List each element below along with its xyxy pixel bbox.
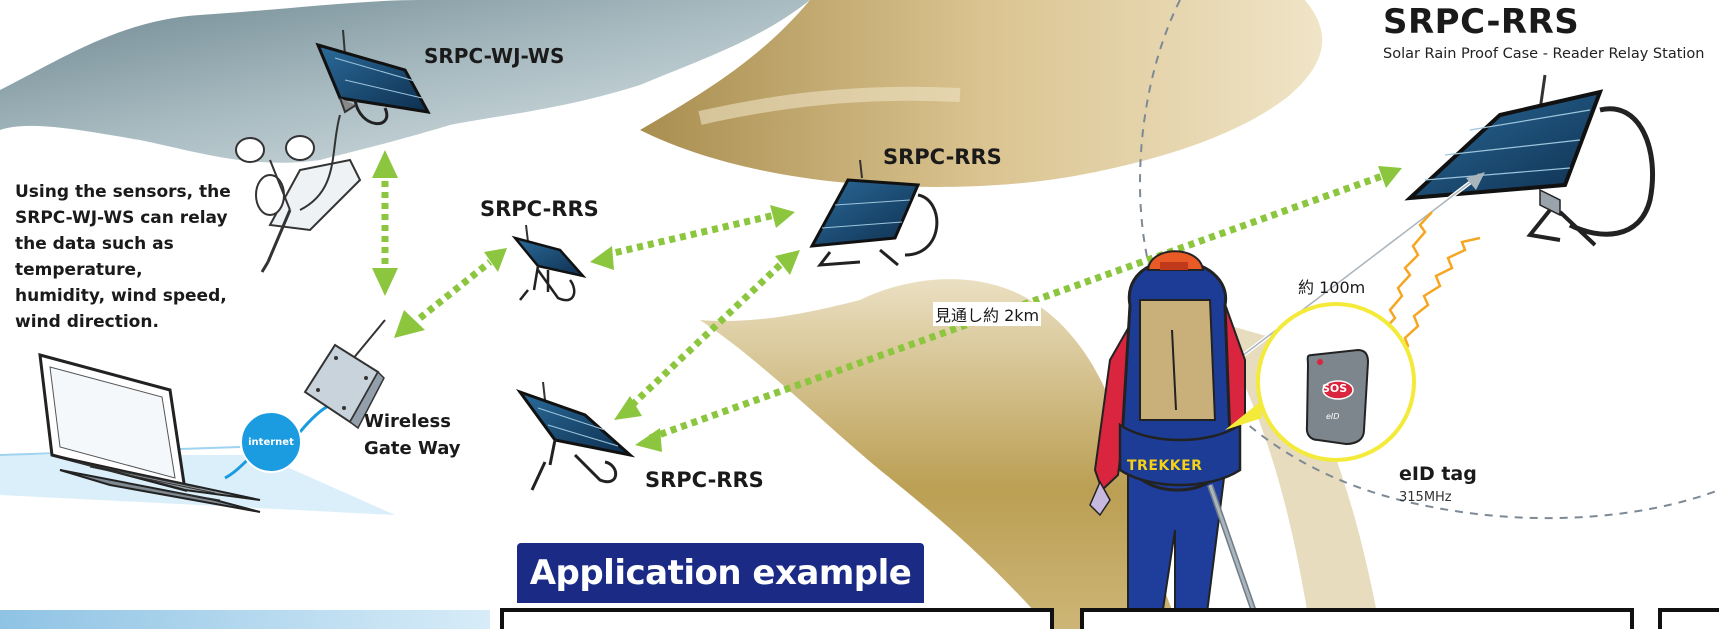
sensor-desc-line: SRPC-WJ-WS can relay (15, 208, 228, 228)
gateway-label-line: Gate Way (364, 438, 461, 459)
solar-panel-wj-ws (315, 29, 431, 125)
solar-panel-rrs-left (511, 224, 587, 302)
frequency-label: 315MHz (1399, 490, 1452, 505)
coverage-circle (1139, 0, 1719, 520)
sensor-desc-line: the data such as (15, 234, 174, 254)
sensor-desc-line: humidity, wind speed, (15, 286, 227, 306)
gateway-label: Wireless Gate Way (364, 408, 461, 462)
trail-upper (640, 0, 1323, 187)
solar-panel-rrs-main (1404, 74, 1656, 247)
internet-badge: internet (240, 411, 302, 473)
solar-panel-rrs-bottom (515, 381, 636, 491)
application-example-banner: Application example (517, 543, 924, 603)
weather-station-icon (235, 114, 362, 273)
label-srpc-rrs-subtitle: Solar Rain Proof Case - Reader Relay Sta… (1383, 46, 1705, 62)
distance-near-label: 約 100m (1298, 278, 1366, 297)
sos-label: SOS (1322, 382, 1348, 395)
label-srpc-rrs-main: SRPC-RRS (1383, 2, 1580, 42)
laptop-icon (38, 352, 261, 513)
trail-lower (700, 279, 1180, 629)
label-srpc-wj-ws: SRPC-WJ-WS (424, 44, 565, 68)
gateway-label-line: Wireless (364, 411, 451, 432)
eid-tag-label: eID tag (1399, 463, 1477, 485)
distance-los-label: 見通し約 2km (933, 302, 1042, 326)
sensor-desc-line: wind direction. (15, 312, 159, 332)
link-arrowheads (372, 150, 1402, 452)
label-srpc-rrs-left: SRPC-RRS (480, 197, 599, 221)
gateway-icon (303, 319, 386, 430)
sensor-desc-line: temperature, (15, 260, 143, 280)
label-srpc-rrs-bottom: SRPC-RRS (645, 468, 764, 492)
trekker-figure (1089, 250, 1263, 629)
eid-tag-callout (1225, 302, 1416, 462)
tag-logo-label: eID (1326, 412, 1340, 421)
backpack-label: TREKKER (1127, 458, 1203, 474)
sensor-description: Using the sensors, the SRPC-WJ-WS can re… (15, 179, 231, 335)
solar-panel-rrs-mid (809, 159, 939, 267)
label-srpc-rrs-mid: SRPC-RRS (883, 145, 1002, 169)
sensor-desc-line: Using the sensors, the (15, 182, 231, 202)
